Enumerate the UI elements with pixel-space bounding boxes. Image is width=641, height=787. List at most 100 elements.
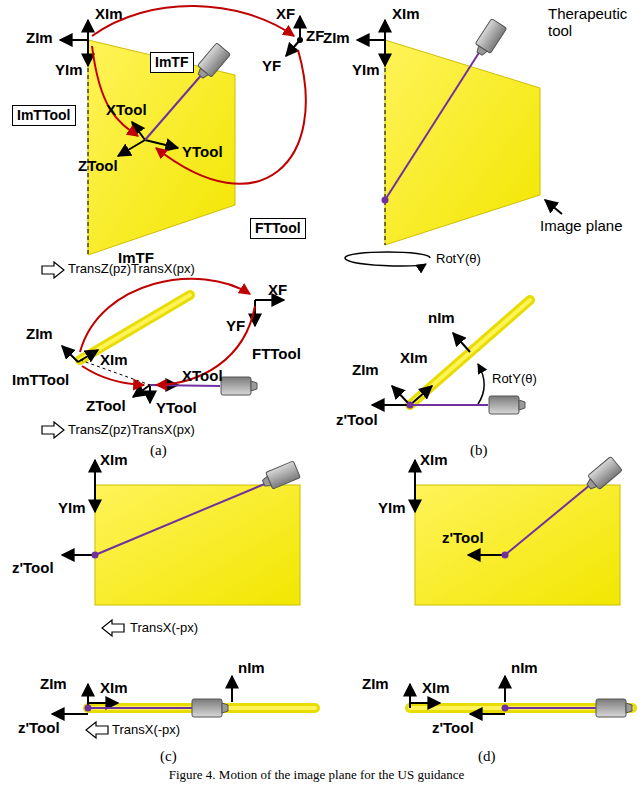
illustration-line (299, 16, 301, 40)
illustration-path (345, 252, 430, 266)
illustration-line (468, 554, 505, 556)
illustration-line (392, 386, 410, 405)
illustration-line (385, 40, 386, 245)
illustration-line (95, 480, 274, 555)
axis-label: ZTool (78, 158, 118, 175)
axis-label: XIm (392, 6, 420, 23)
illustration-line (385, 48, 482, 200)
axis-label: YTool (182, 144, 223, 161)
axis-label: ZIm (26, 326, 53, 343)
axis-label: ImTF (118, 250, 154, 267)
illustration-line (94, 485, 96, 512)
illustration-line (414, 460, 416, 485)
illustration-line (87, 684, 89, 708)
illustration-path (92, 46, 138, 136)
axis-label: XTool (106, 102, 147, 119)
axis-label: XF (276, 6, 295, 23)
illustration-g (80, 279, 255, 385)
illustration-use (221, 377, 257, 395)
annotation-label: TransX(-px) (130, 621, 198, 635)
illustration-rect (95, 485, 300, 605)
illustration-line (545, 200, 562, 214)
axis-label: FTTool (252, 346, 301, 363)
illustration-line (410, 386, 432, 405)
axis-label: YIm (352, 62, 380, 79)
illustration-line (87, 40, 89, 66)
axis-label: XIm (100, 452, 128, 469)
illustration-line (410, 300, 530, 405)
panel-label: (c) (160, 748, 177, 765)
illustration-use (596, 699, 632, 717)
illustration-path (156, 306, 255, 385)
axis-label: z'Tool (18, 720, 60, 737)
axis-label: z'Tool (336, 412, 378, 429)
illustration-circle (297, 37, 303, 43)
panel-a-top (42, 6, 306, 278)
illustration-line (94, 460, 96, 485)
illustration-line (410, 300, 530, 405)
illustration-circle (502, 705, 509, 712)
panel-d-bottom (410, 676, 632, 717)
panel-label: (b) (470, 442, 488, 459)
illustration-use (489, 396, 525, 414)
illustration-path (80, 279, 250, 352)
axis-label: XTool (182, 368, 223, 385)
illustration-use (86, 722, 108, 738)
axis-label: ZIm (323, 30, 350, 47)
panel-label: (d) (478, 748, 496, 765)
panel-b-bottom (372, 300, 530, 414)
illustration-use (102, 620, 124, 636)
annotation-label: Image plane (540, 218, 623, 235)
transform-name: FTTool (255, 220, 301, 236)
illustration-g (410, 676, 505, 714)
illustration-line (410, 702, 440, 704)
panel-c-bottom (52, 676, 315, 738)
illustration-use (42, 422, 64, 438)
illustration-use (42, 262, 64, 278)
axis-label: ZIm (40, 676, 67, 693)
axis-label: YIm (378, 500, 406, 517)
illustration-line (62, 346, 78, 362)
illustration-line (87, 20, 89, 40)
illustration-line (504, 676, 506, 702)
annotation-label: TransZ(pz)TransX(px) (68, 423, 195, 437)
illustration-line (231, 676, 233, 702)
illustration-path (92, 6, 294, 36)
illustration-line (453, 333, 470, 352)
illustration-line (88, 40, 89, 255)
panel-b-top (345, 19, 562, 266)
axis-label: nIm (511, 660, 538, 677)
transform-box: ImTF (150, 52, 194, 73)
illustration-line (52, 713, 88, 715)
panel-d-top (415, 456, 622, 605)
axis-label: YIm (58, 500, 86, 517)
axis-label: z'Tool (12, 560, 54, 577)
illustration-use (194, 43, 231, 82)
axis-label: ZIm (362, 676, 389, 693)
axis-label: XIm (100, 680, 128, 697)
annotation-label: Therapeutic tool (548, 6, 636, 39)
illustration-line (384, 20, 386, 40)
illustration-line (149, 385, 151, 403)
illustration-circle (502, 552, 509, 559)
illustration-g (92, 6, 306, 184)
transform-name: ImTTool (17, 107, 71, 123)
axis-label: ZF (306, 28, 324, 45)
axis-label: YF (226, 318, 245, 335)
axis-label: XIm (100, 352, 128, 369)
axis-label: ImTTool (12, 372, 69, 389)
illustration-line (145, 72, 204, 140)
illustration-use (472, 19, 507, 59)
annotation-label: TransX(-px) (112, 723, 180, 737)
axis-label: ZIm (26, 30, 53, 47)
illustration-g (357, 20, 562, 214)
axis-label: XIm (400, 350, 428, 367)
axis-label: z'Tool (432, 720, 474, 737)
panel-a-bottom (42, 279, 284, 438)
illustration-line (255, 299, 284, 301)
figure-caption: Figure 4. Motion of the image plane for … (0, 768, 637, 782)
panel-label: (a) (150, 442, 167, 459)
illustration-line (88, 707, 192, 709)
axis-label: YTool (156, 400, 197, 417)
